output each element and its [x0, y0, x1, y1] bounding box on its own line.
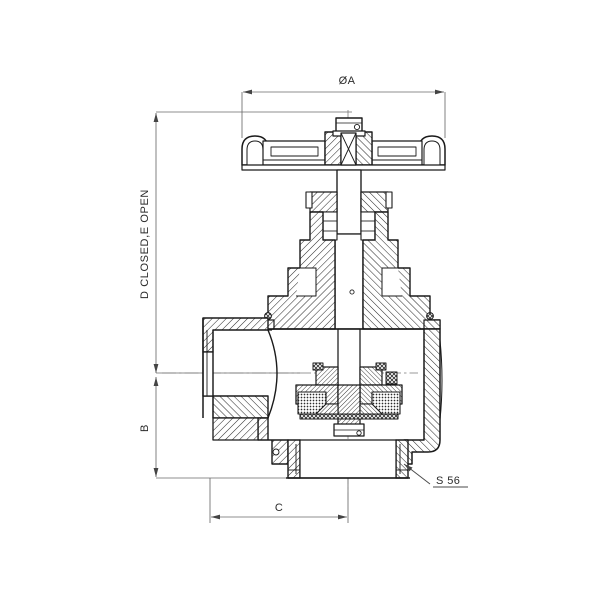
- gland-follower-right: [360, 191, 389, 213]
- callout-label-s56: S 56: [436, 475, 460, 487]
- callout-s56-leader: [403, 463, 431, 485]
- gland-lip-left: [305, 191, 313, 209]
- flange-right: [423, 319, 441, 330]
- handwheel-spoke-right-detail: [377, 146, 417, 157]
- retainer-right: [375, 362, 387, 371]
- handwheel: [241, 131, 446, 171]
- outlet-bore: [299, 439, 397, 479]
- stem-upper: [340, 132, 357, 166]
- packing-gland: [305, 191, 393, 241]
- gland-lip-right: [385, 191, 393, 209]
- handwheel-hub-left: [324, 131, 342, 166]
- outlet-wall-right: [395, 439, 409, 479]
- disc-seat-assembly: [295, 362, 403, 437]
- dim-label-height-b: B: [139, 424, 151, 432]
- seat-gasket: [299, 413, 399, 420]
- handwheel-rim-left-inner: [246, 140, 264, 166]
- dim-label-width-c: C: [275, 502, 283, 514]
- packing-ring-right: [360, 211, 376, 241]
- outlet-wall-left: [287, 439, 301, 479]
- stem-detail-mark: [349, 289, 355, 295]
- seal-block-right: [385, 371, 398, 385]
- stem-shaft-upper: [336, 169, 362, 235]
- inlet-throat-curve: [267, 329, 278, 419]
- body-right-contour: [439, 339, 443, 421]
- outlet-port: [286, 439, 410, 479]
- retainer-left: [312, 362, 324, 371]
- stem-nut-mark: [353, 123, 361, 131]
- bonnet: [257, 211, 441, 330]
- inlet-bore-face: [202, 351, 214, 397]
- stem-shaft-mid: [334, 233, 364, 330]
- callout-s56: [403, 463, 468, 488]
- handwheel-spoke-left-detail: [270, 146, 319, 157]
- valve-assembly: [202, 117, 446, 479]
- gland-follower-left: [309, 191, 338, 213]
- handwheel-underside: [241, 164, 446, 171]
- body-lower-left-shelf: [212, 417, 259, 441]
- stem: [334, 169, 364, 420]
- bonnet-relief-left: [296, 267, 317, 297]
- oring-right: [426, 312, 434, 320]
- dim-label-diameter-a: ØA: [339, 75, 356, 87]
- body-port-mark: [272, 448, 280, 456]
- handwheel-rim-right-inner: [423, 140, 441, 166]
- lock-nut-mark: [356, 430, 362, 436]
- bonnet-relief-right: [381, 267, 402, 297]
- dim-label-height-de: D CLOSED,E OPEN: [139, 189, 151, 299]
- packing-ring-left: [322, 211, 338, 241]
- handwheel-hub-right: [355, 131, 373, 166]
